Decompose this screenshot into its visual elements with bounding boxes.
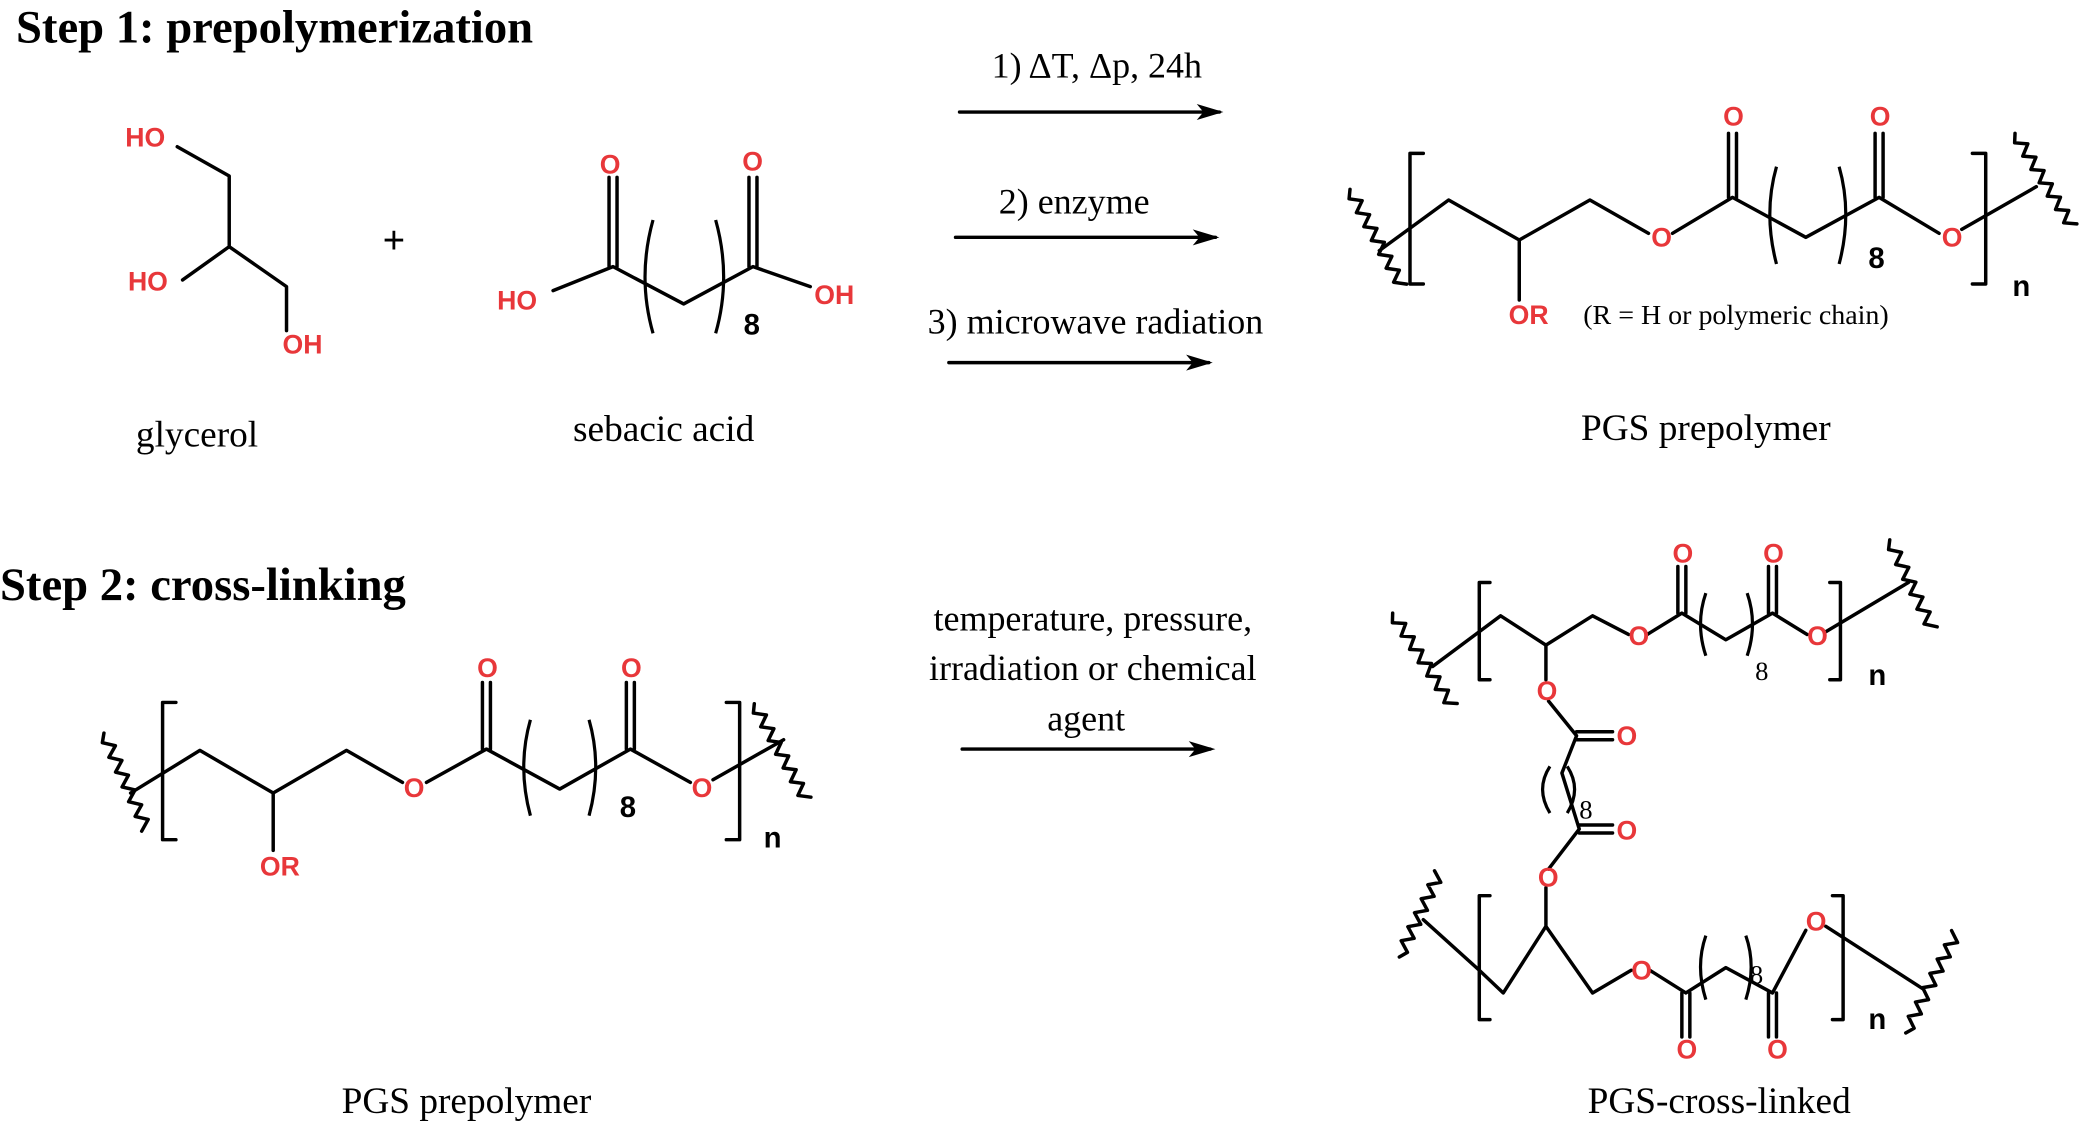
condition-2: 2) enzyme	[999, 181, 1150, 221]
sebacic-acid-label: sebacic acid	[573, 409, 755, 450]
atom-label: O	[477, 653, 498, 683]
atom-label: OH	[283, 329, 323, 359]
atom-label: HO	[497, 285, 537, 315]
atom-label: O	[1763, 538, 1784, 568]
repeat-count: 8	[744, 309, 760, 342]
condition-line-3: agent	[1047, 698, 1125, 738]
atom-label: O	[1942, 223, 1963, 253]
condition-1: 1) ΔT, Δp, 24h	[992, 45, 1202, 85]
atom-label: O	[1807, 621, 1828, 651]
atom-label: O	[621, 653, 642, 683]
atom-label: O	[1767, 1034, 1788, 1064]
atom-label: O	[1538, 862, 1559, 892]
atom-label: OR	[260, 852, 300, 882]
atom-label: HO	[125, 123, 165, 153]
reaction-arrow-step2	[960, 741, 1216, 758]
atom-label: HO	[128, 267, 168, 297]
plus-sign: +	[382, 217, 405, 262]
condition-line-1: temperature, pressure,	[934, 598, 1253, 638]
atom-label: O	[1723, 101, 1744, 131]
repeat-n: n	[1868, 1003, 1886, 1036]
r-group-note: (R = H or polymeric chain)	[1583, 300, 1888, 331]
atom-label: O	[404, 773, 425, 803]
atom-label: O	[600, 149, 621, 179]
repeat-count: 8	[1579, 794, 1592, 824]
atom-label: O	[692, 773, 713, 803]
atom-label: O	[1617, 816, 1638, 846]
step2-title: Step 2: cross-linking	[0, 559, 406, 611]
pgs-prepolymer-structure: O O O O OR 8 n (R = H or polymeric chain…	[1347, 101, 2079, 331]
pgs-prepolymer-structure-step2: O O O O OR 8 n	[100, 653, 813, 882]
reaction-arrows-step1	[947, 104, 1224, 371]
repeat-n: n	[1868, 659, 1886, 692]
atom-label: O	[1870, 101, 1891, 131]
pgs-prepolymer-label: PGS prepolymer	[1581, 408, 1831, 449]
condition-line-2: irradiation or chemical	[929, 648, 1257, 688]
glycerol-label: glycerol	[136, 415, 258, 456]
atom-label: O	[742, 147, 763, 177]
pgs-cross-linked-structure: O O O O 8 n O O O O 8 O O O O 8 n	[1390, 538, 1960, 1064]
step1-title: Step 1: prepolymerization	[16, 2, 533, 54]
atom-label: O	[1537, 676, 1558, 706]
atom-label: O	[1617, 721, 1638, 751]
atom-label: OR	[1509, 300, 1549, 330]
pgs-prepolymer-label-step2: PGS prepolymer	[342, 1081, 592, 1121]
repeat-count: 8	[1755, 656, 1768, 686]
repeat-n: n	[2012, 270, 2030, 303]
repeat-count: 8	[1750, 960, 1763, 990]
atom-label: O	[1631, 956, 1652, 986]
pgs-cross-linked-label: PGS-cross-linked	[1588, 1081, 1851, 1121]
atom-label: O	[1806, 906, 1827, 936]
atom-label: O	[1651, 223, 1672, 253]
sebacic-acid-structure: O O HO OH 8	[497, 147, 854, 342]
atom-label: O	[1677, 1034, 1698, 1064]
repeat-count: 8	[1868, 242, 1884, 275]
atom-label: OH	[814, 280, 854, 310]
glycerol-structure: HO HO OH	[125, 123, 322, 360]
atom-label: O	[1629, 621, 1650, 651]
repeat-count: 8	[620, 791, 636, 824]
repeat-n: n	[764, 822, 782, 855]
condition-3: 3) microwave radiation	[928, 301, 1264, 341]
atom-label: O	[1673, 538, 1694, 568]
